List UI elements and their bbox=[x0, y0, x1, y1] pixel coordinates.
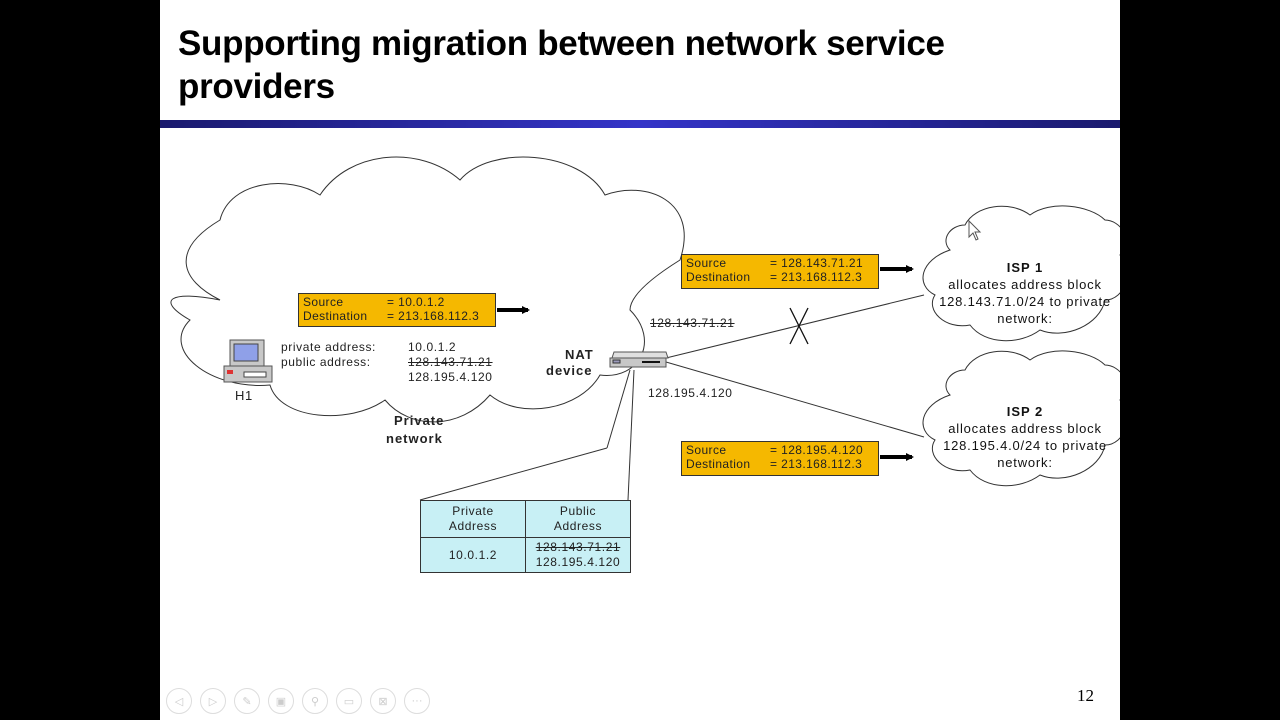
broken-link-x-icon bbox=[789, 307, 809, 345]
header-public-line1: Public bbox=[559, 504, 597, 518]
zoom-icon: ⚲ bbox=[310, 695, 320, 708]
table-callout-right bbox=[627, 369, 635, 501]
isp1-description: ISP 1 allocates address block 128.143.71… bbox=[930, 259, 1120, 327]
nat-label-line2: device bbox=[546, 363, 593, 378]
next-slide-icon: ▷ bbox=[208, 695, 218, 708]
network-diagram bbox=[170, 156, 1120, 501]
isp2-packet-header: Source = 128.195.4.120 Destination = 213.1… bbox=[681, 441, 879, 476]
header-public-line2: Address bbox=[553, 519, 603, 533]
camera-off-icon: ⊠ bbox=[378, 695, 388, 708]
isp2-line2: 128.195.4.0/24 to private bbox=[943, 438, 1107, 453]
slide-title: Supporting migration between network ser… bbox=[178, 24, 945, 106]
camera-button[interactable]: ⊠ bbox=[370, 688, 396, 714]
nat-label-line1: NAT bbox=[565, 347, 594, 362]
cell-private-address: 10.0.1.2 bbox=[420, 537, 526, 573]
zoom-button[interactable]: ⚲ bbox=[302, 688, 328, 714]
destination-label: Destination bbox=[686, 270, 751, 284]
source-label: Source bbox=[686, 256, 727, 270]
more-options-button[interactable]: ··· bbox=[404, 688, 430, 714]
private-packet-header: Source = 10.0.1.2 Destination = 213.168.11… bbox=[298, 293, 496, 327]
isp1-name: ISP 1 bbox=[1006, 260, 1044, 275]
see-all-slides-button[interactable]: ▣ bbox=[268, 688, 294, 714]
isp2-name: ISP 2 bbox=[1006, 404, 1044, 419]
table-callout-left bbox=[419, 447, 608, 501]
header-private-line1: Private bbox=[452, 504, 494, 518]
source-value: = 128.195.4.120 bbox=[770, 443, 864, 457]
isp2-cloud bbox=[922, 350, 1120, 487]
computer-icon bbox=[223, 339, 273, 383]
previous-slide-button[interactable]: ◁ bbox=[166, 688, 192, 714]
pen-icon: ✎ bbox=[242, 695, 252, 708]
page-number: 12 bbox=[1077, 686, 1094, 705]
isp2-line3: network: bbox=[997, 455, 1053, 470]
private-address-value: 10.0.1.2 bbox=[408, 340, 457, 354]
nat-cloud-exit bbox=[606, 369, 631, 449]
pen-button[interactable]: ✎ bbox=[234, 688, 260, 714]
source-value: = 10.0.1.2 bbox=[387, 295, 445, 309]
cell-public-old: 128.143.71.21 bbox=[535, 540, 621, 554]
old-public-address-value: 128.143.71.21 bbox=[408, 355, 493, 369]
private-network-cloud bbox=[170, 156, 685, 423]
previous-slide-icon: ◁ bbox=[174, 695, 184, 708]
router-icon bbox=[609, 351, 669, 368]
private-network-label-line1: Private bbox=[394, 413, 445, 428]
destination-value: = 213.168.112.3 bbox=[770, 457, 863, 471]
subtitles-button[interactable]: ▭ bbox=[336, 688, 362, 714]
host-label: H1 bbox=[235, 388, 253, 403]
public-address-label: public address: bbox=[281, 355, 371, 369]
old-link-address: 128.143.71.21 bbox=[650, 316, 735, 330]
isp2-description: ISP 2 allocates address block 128.195.4.… bbox=[930, 403, 1120, 471]
slides-icon: ▣ bbox=[275, 695, 287, 708]
subtitles-icon: ▭ bbox=[343, 695, 355, 708]
link-nat-isp1 bbox=[665, 294, 925, 359]
more-icon: ··· bbox=[411, 695, 423, 707]
source-value: = 128.143.71.21 bbox=[770, 256, 864, 270]
cell-public-new: 128.195.4.120 bbox=[535, 555, 621, 569]
link-nat-isp2 bbox=[665, 361, 925, 438]
new-public-address-value: 128.195.4.120 bbox=[408, 370, 493, 384]
destination-label: Destination bbox=[686, 457, 751, 471]
isp1-cloud bbox=[922, 205, 1120, 342]
title-underline-bar bbox=[160, 120, 1120, 128]
slideshow-controls: ◁ ▷ ✎ ▣ ⚲ ▭ ⊠ ··· bbox=[166, 688, 430, 714]
next-slide-button[interactable]: ▷ bbox=[200, 688, 226, 714]
destination-label: Destination bbox=[303, 309, 368, 323]
private-network-label-line2: network bbox=[386, 431, 443, 446]
isp1-line1: allocates address block bbox=[948, 277, 1102, 292]
new-link-address: 128.195.4.120 bbox=[648, 386, 733, 400]
destination-value: = 213.168.112.3 bbox=[387, 309, 480, 323]
isp1-packet-header: Source = 128.143.71.21 Destination = 213.1… bbox=[681, 254, 879, 289]
source-label: Source bbox=[303, 295, 344, 309]
slide: Supporting migration between network ser… bbox=[160, 0, 1120, 720]
isp2-line1: allocates address block bbox=[948, 421, 1102, 436]
isp1-line3: network: bbox=[997, 311, 1053, 326]
destination-value: = 213.168.112.3 bbox=[770, 270, 863, 284]
mouse-cursor-icon bbox=[968, 219, 982, 241]
private-address-label: private address: bbox=[281, 340, 376, 354]
header-private-line2: Address bbox=[448, 519, 498, 533]
source-label: Source bbox=[686, 443, 727, 457]
isp1-line2: 128.143.71.0/24 to private bbox=[939, 294, 1111, 309]
